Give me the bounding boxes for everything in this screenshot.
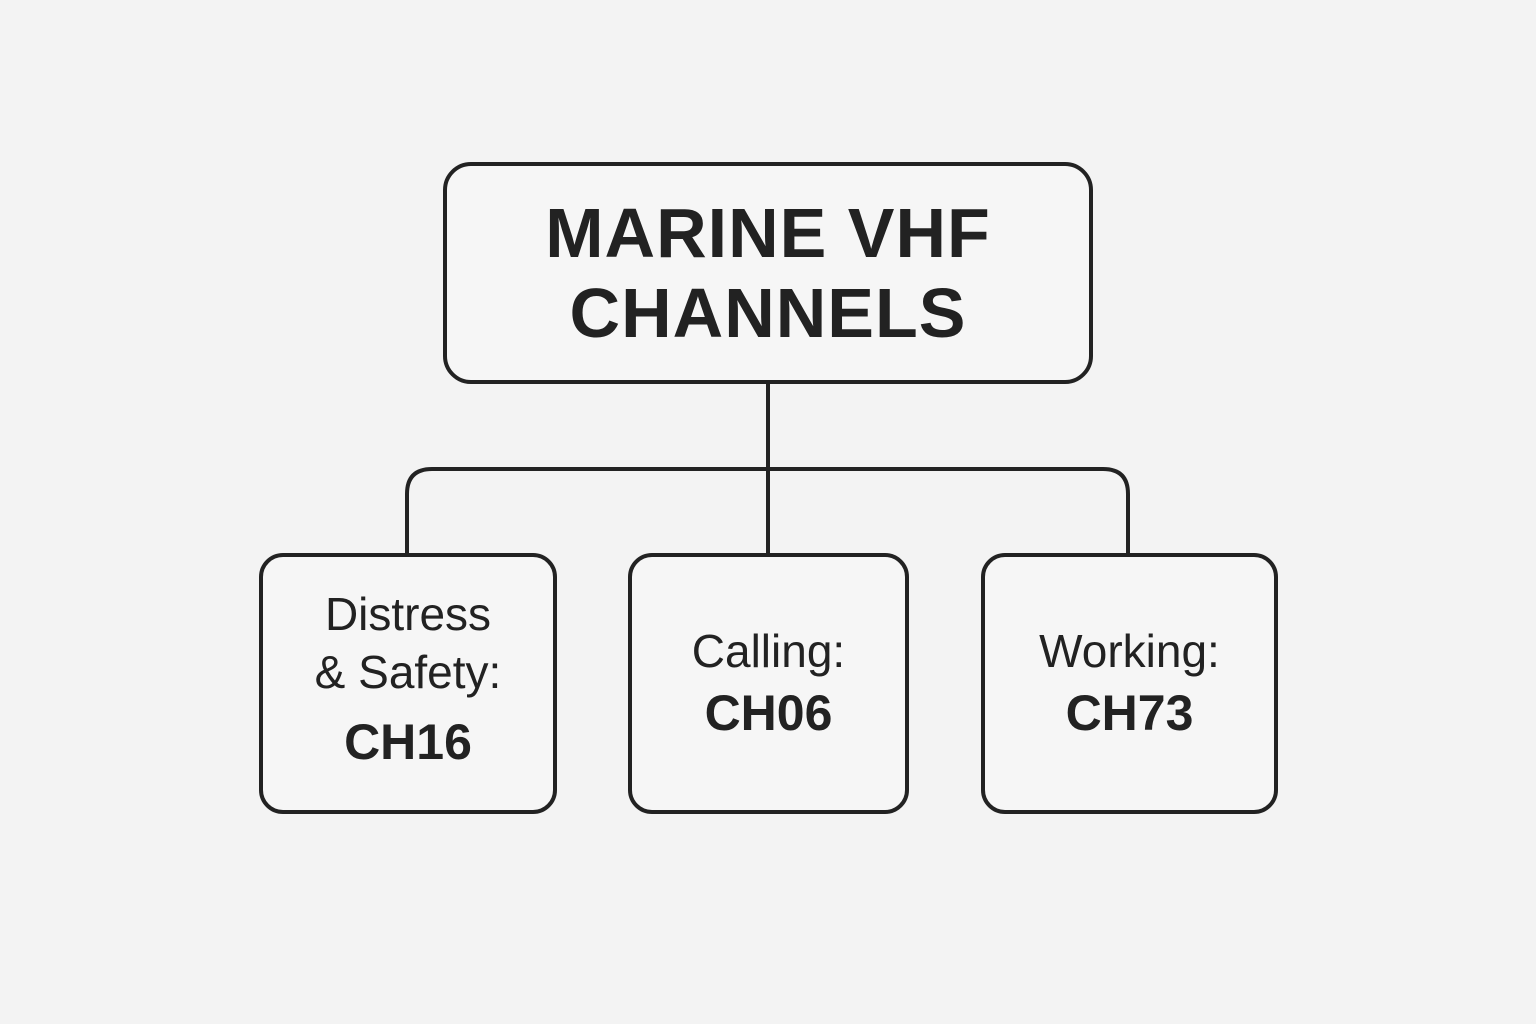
root-title-line-1: MARINE VHF (545, 194, 991, 272)
connector-branch-right (768, 467, 1130, 553)
child-node-calling: Calling: CH06 (628, 553, 909, 814)
distress-label-line-1: Distress (324, 587, 492, 640)
connector-branch-left (405, 467, 768, 553)
root-node-marine-vhf-channels: MARINE VHF CHANNELS (443, 162, 1093, 384)
calling-channel: CH06 (704, 684, 833, 741)
root-title-line-2: CHANNELS (569, 274, 967, 352)
distress-label-line-2: & Safety: (314, 645, 502, 698)
working-channel: CH73 (1065, 684, 1194, 741)
child-node-working: Working: CH73 (981, 553, 1278, 814)
child-node-distress-safety: Distress & Safety: CH16 (259, 553, 557, 814)
working-label: Working: (1039, 624, 1220, 677)
distress-channel: CH16 (344, 713, 472, 770)
calling-label: Calling: (691, 624, 846, 677)
